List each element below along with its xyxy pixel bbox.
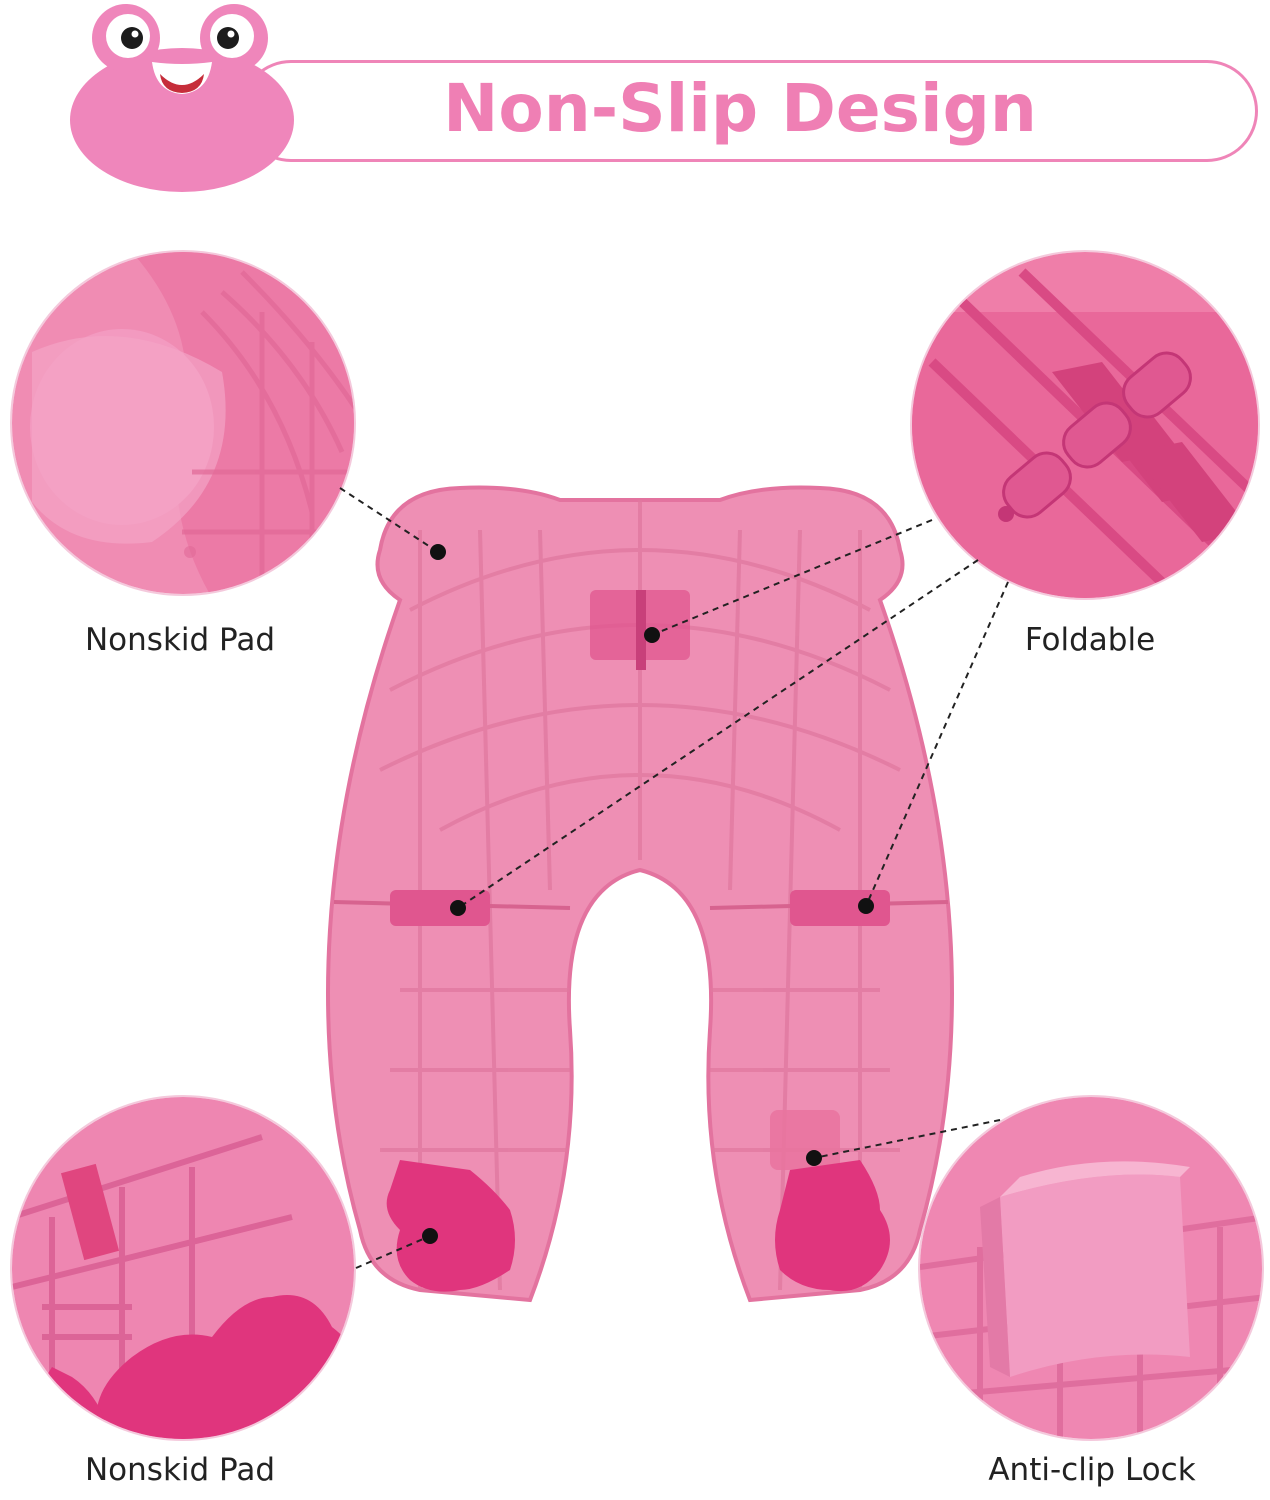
ear-pad-icon bbox=[12, 252, 354, 594]
callout-label-nonskid-pad-bottom: Nonskid Pad bbox=[84, 1452, 276, 1488]
detail-circle-ear-pad bbox=[10, 250, 356, 596]
callout-label-anti-clip-lock: Anti-clip Lock bbox=[988, 1452, 1196, 1488]
frog-face-icon bbox=[70, 4, 294, 192]
hinge-icon bbox=[912, 252, 1258, 598]
title-banner bbox=[240, 60, 1258, 162]
callout-label-foldable: Foldable bbox=[1024, 622, 1156, 658]
detail-circle-foot-pad bbox=[10, 1095, 356, 1441]
callout-label-nonskid-pad-top: Nonskid Pad bbox=[84, 622, 276, 658]
lock-clip-icon bbox=[920, 1097, 1262, 1439]
potty-seat-product bbox=[326, 485, 954, 1303]
page-title: Non-Slip Design bbox=[443, 70, 1037, 147]
detail-circle-lock bbox=[918, 1095, 1264, 1441]
foot-pad-icon bbox=[12, 1097, 354, 1439]
detail-circle-foldable bbox=[910, 250, 1260, 600]
